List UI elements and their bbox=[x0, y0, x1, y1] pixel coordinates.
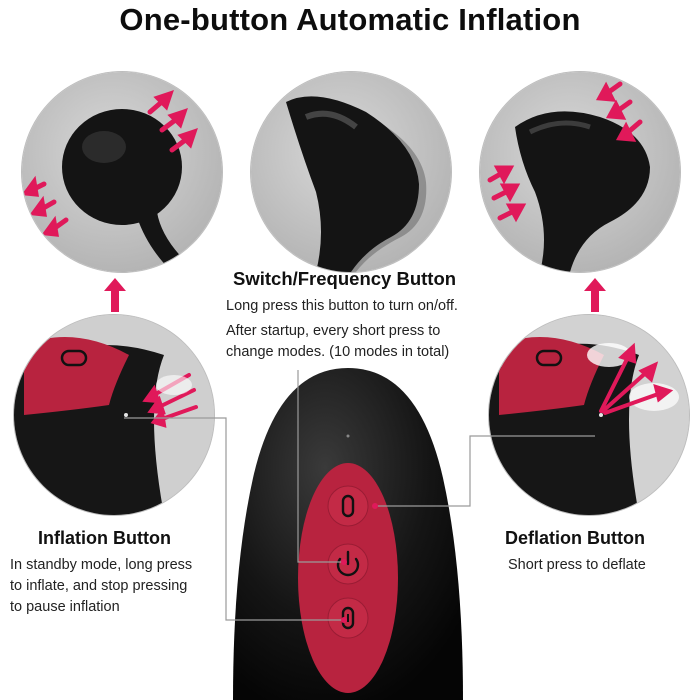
inflate-arrows-icon bbox=[142, 373, 198, 428]
power-icon[interactable] bbox=[327, 543, 369, 585]
deflate-arrows-icon bbox=[599, 342, 674, 415]
inflate-arrows-icon bbox=[22, 90, 198, 237]
minus-button-icon bbox=[60, 349, 88, 367]
deflation-button-desc-1: Short press to deflate bbox=[508, 557, 646, 573]
inflation-closeup-circle bbox=[14, 315, 214, 515]
inflated-product-circle bbox=[22, 72, 222, 272]
plus-button-icon[interactable] bbox=[327, 485, 369, 527]
deflation-button-heading: Deflation Button bbox=[505, 528, 645, 548]
switch-button-desc-2: After startup, every short press to bbox=[226, 323, 441, 339]
up-arrow-icon bbox=[584, 278, 606, 312]
page-title: One-button Automatic Inflation bbox=[119, 2, 581, 37]
deflated-product-circle bbox=[251, 72, 451, 272]
up-arrow-icon bbox=[104, 278, 126, 312]
deflate-arrows-icon bbox=[487, 81, 643, 223]
deflation-closeup-circle bbox=[489, 315, 689, 515]
inflation-button-desc-1: In standby mode, long press bbox=[10, 557, 193, 573]
inflation-button-desc-3: to pause inflation bbox=[10, 599, 120, 615]
switch-button-desc-1: Long press this button to turn on/off. bbox=[226, 298, 458, 314]
minus-button-icon[interactable] bbox=[327, 597, 369, 639]
inflation-button-desc-2: to inflate, and stop pressing bbox=[10, 578, 188, 594]
device-remote bbox=[233, 368, 463, 700]
inflation-button-heading: Inflation Button bbox=[38, 528, 171, 548]
switch-button-heading: Switch/Frequency Button bbox=[233, 268, 457, 289]
deflating-product-circle bbox=[480, 72, 680, 272]
switch-button-desc-3: change modes. (10 modes in total) bbox=[226, 344, 450, 360]
